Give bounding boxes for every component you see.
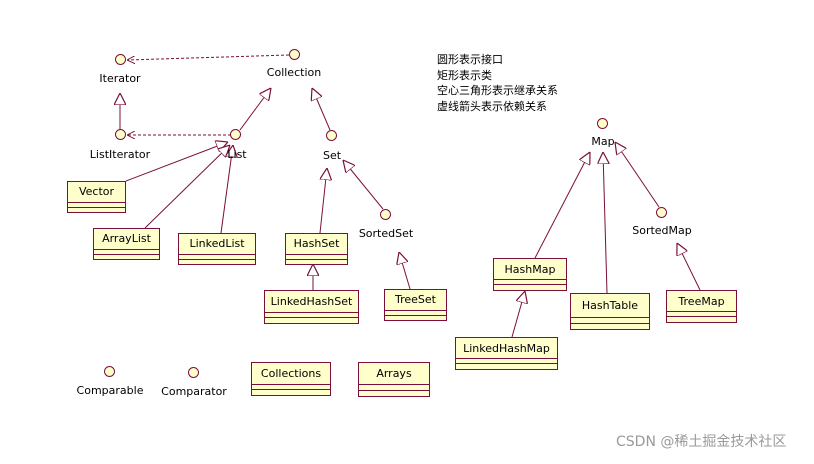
set-label: Set — [322, 149, 342, 162]
treemap-class-box: TreeMap — [666, 290, 737, 323]
comparator-interface-icon — [188, 367, 199, 378]
legend-line-inheritance: 空心三角形表示继承关系 — [437, 84, 558, 97]
listiterator-interface-icon — [115, 129, 126, 140]
vector-class-name: Vector — [78, 185, 115, 199]
treemap-class-name: TreeMap — [678, 294, 725, 308]
comparable-label: Comparable — [76, 384, 144, 397]
hashtable-class-name: HashTable — [581, 298, 639, 312]
inherit-sortedset-set — [343, 160, 384, 210]
iterator-interface-icon — [115, 54, 126, 65]
watermark: CSDN @稀土掘金技术社区 — [616, 434, 787, 450]
list-label: List — [227, 148, 247, 161]
listiterator-label: ListIterator — [89, 148, 151, 161]
linkedhashset-class-name: LinkedHashSet — [270, 294, 353, 308]
linkedhashmap-class-box: LinkedHashMap — [455, 337, 558, 370]
legend: 圆形表示接口 矩形表示类 空心三角形表示继承关系 虚线箭头表示依赖关系 — [437, 52, 558, 114]
inherit-hashset-set — [319, 168, 327, 234]
inherit-set-collection — [312, 88, 331, 131]
hashmap-class-name: HashMap — [504, 262, 556, 276]
inherit-arraylist-list — [144, 145, 230, 229]
dependency-collection-iterator — [127, 54, 290, 60]
collections-class-box: Collections — [251, 362, 331, 396]
legend-line-interface: 圆形表示接口 — [437, 53, 503, 66]
hashtable-class-box: HashTable — [570, 293, 650, 330]
sortedmap-interface-icon — [656, 207, 667, 218]
collection-label: Collection — [266, 66, 322, 79]
collection-interface-icon — [289, 49, 300, 60]
arrays-class-name: Arrays — [376, 367, 412, 381]
inherit-linkedhashmap-hashmap — [511, 291, 525, 338]
hashmap-class-box: HashMap — [493, 258, 567, 291]
sortedset-interface-icon — [380, 209, 391, 220]
collections-class-name: Collections — [260, 366, 322, 380]
linkedlist-class-box: LinkedList — [178, 233, 256, 265]
inherit-treemap-sortedmap — [677, 243, 701, 291]
comparable-interface-icon — [104, 366, 115, 377]
treeset-class-name: TreeSet — [395, 293, 436, 307]
iterator-label: Iterator — [99, 72, 141, 85]
list-interface-icon — [230, 129, 241, 140]
set-interface-icon — [326, 130, 337, 141]
treeset-class-box: TreeSet — [384, 289, 447, 321]
linkedhashmap-class-name: LinkedHashMap — [463, 341, 550, 355]
hashset-class-box: HashSet — [285, 233, 348, 265]
vector-class-box: Vector — [67, 181, 126, 213]
comparator-label: Comparator — [161, 385, 227, 398]
hashset-class-name: HashSet — [293, 237, 340, 251]
inherit-treeset-sortedset — [399, 252, 411, 290]
inherit-hashtable-map — [603, 152, 607, 294]
sortedset-label: SortedSet — [358, 227, 414, 240]
map-label: Map — [591, 135, 615, 148]
linkedlist-class-name: LinkedList — [189, 237, 245, 251]
inherit-vector-list — [125, 142, 228, 182]
legend-line-class: 矩形表示类 — [437, 68, 492, 82]
inherit-linkedlist-list — [220, 145, 233, 234]
linkedhashset-class-box: LinkedHashSet — [264, 290, 359, 324]
inherit-hashmap-map — [534, 152, 590, 259]
arraylist-class-box: ArrayList — [93, 228, 160, 260]
map-interface-icon — [597, 118, 608, 129]
inherit-sortedmap-map — [615, 142, 660, 208]
legend-line-dependency: 虚线箭头表示依赖关系 — [437, 99, 547, 113]
sortedmap-label: SortedMap — [632, 224, 692, 237]
arraylist-class-name: ArrayList — [102, 232, 151, 246]
inherit-list-collection — [239, 88, 271, 131]
arrays-class-box: Arrays — [358, 362, 430, 397]
